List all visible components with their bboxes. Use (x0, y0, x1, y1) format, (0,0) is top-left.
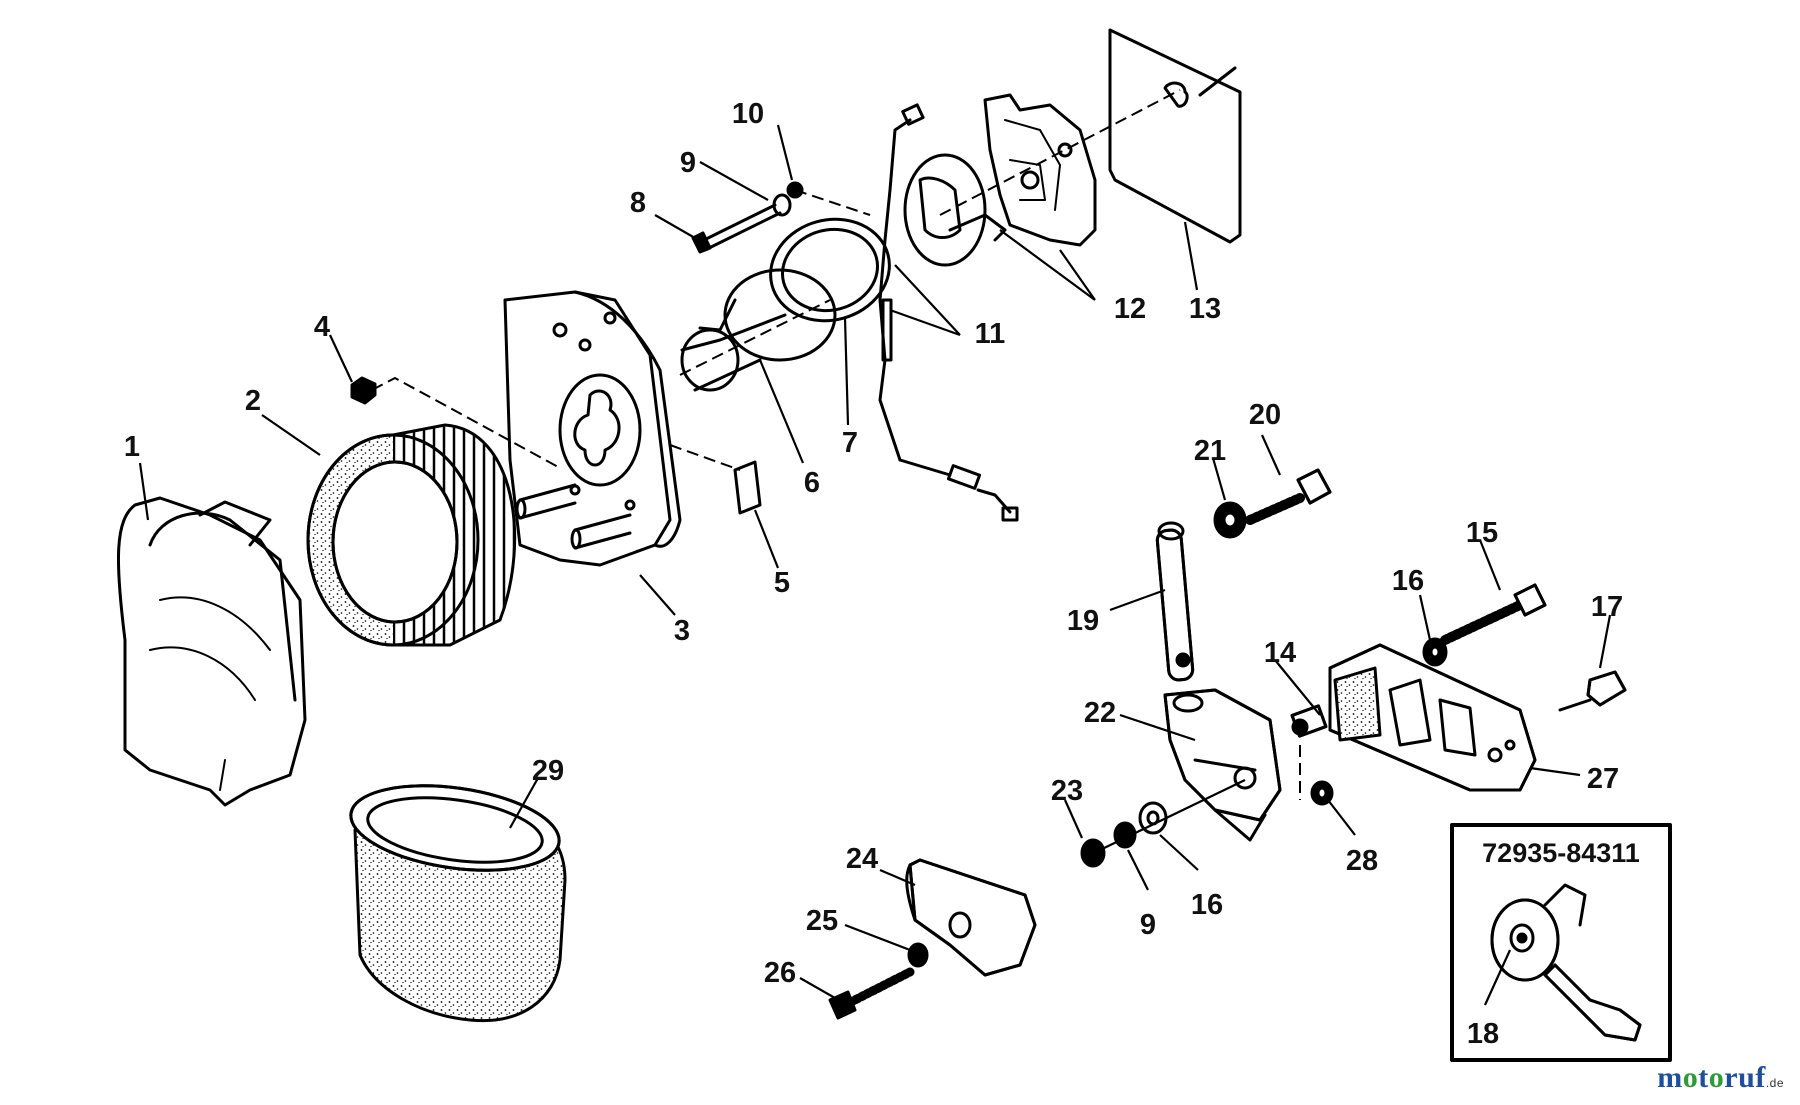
callout-23: 23 (1051, 775, 1083, 807)
callout-13: 13 (1189, 293, 1221, 325)
callout-17: 17 (1591, 591, 1623, 623)
watermark-suffix: .de (1765, 1076, 1784, 1090)
screw-15 (1440, 583, 1547, 645)
lever-bracket-22 (1163, 688, 1282, 842)
callout-14: 14 (1264, 637, 1296, 669)
callout-3: 3 (674, 615, 690, 647)
label-5 (733, 460, 762, 515)
nut-28 (1310, 780, 1334, 806)
callout-1: 1 (124, 431, 140, 463)
mounting-gasket-13 (1108, 28, 1242, 244)
callout-7: 7 (842, 427, 858, 459)
callout-18: 18 (1467, 1018, 1499, 1050)
screw-26 (828, 967, 915, 1020)
air-cleaner-cover (116, 496, 307, 807)
inset-part-number: 72935-84311 (1482, 838, 1640, 868)
washer-9 (772, 193, 792, 217)
callout-15: 15 (1466, 517, 1498, 549)
callout-26: 26 (764, 957, 796, 989)
callout-25: 25 (806, 905, 838, 937)
bolt-8 (691, 203, 782, 254)
callout-20: 20 (1249, 399, 1281, 431)
callout-28: 28 (1346, 845, 1378, 877)
paper-filter-element (306, 423, 517, 647)
assembly-line-8 (794, 189, 871, 216)
callout-8: 8 (630, 187, 646, 219)
assembly-line-12 (939, 89, 1181, 216)
throttle-cable-11 (878, 103, 1019, 522)
choke-shaft-19 (1155, 521, 1195, 682)
assembly-line-4 (371, 376, 561, 469)
leader-lines (138, 124, 1612, 1006)
callout-10: 10 (732, 98, 764, 130)
watermark-logo: motoruf.de (1657, 1061, 1784, 1095)
watermark-text: motoruf (1657, 1061, 1766, 1094)
foam-precleaner-29 (349, 784, 567, 1023)
callout-16-lower: 16 (1191, 889, 1223, 921)
callout-27: 27 (1587, 763, 1619, 795)
nut-16-upper (1422, 637, 1448, 667)
assembly-line-23 (1099, 779, 1246, 851)
intake-elbow-6 (680, 268, 837, 392)
callout-22: 22 (1084, 697, 1116, 729)
callout-16-upper: 16 (1392, 565, 1424, 597)
cable-clamp-24 (905, 858, 1037, 977)
callout-21: 21 (1194, 435, 1226, 467)
lockwasher-25 (907, 942, 929, 968)
air-cleaner-base-plate (503, 290, 682, 567)
callout-11: 11 (975, 318, 1006, 350)
callout-4: 4 (314, 311, 330, 343)
callout-9-lower: 9 (1140, 909, 1156, 941)
assembly-line-5 (669, 444, 741, 471)
callout-labels: 1 2 3 4 5 6 7 8 9 10 11 12 13 14 15 16 1… (124, 98, 1623, 1050)
screw-20 (1245, 468, 1332, 525)
gasket-7 (769, 217, 891, 323)
nut-23 (1080, 838, 1106, 868)
pin-14 (1290, 704, 1328, 738)
callout-29: 29 (532, 755, 564, 787)
callout-24: 24 (846, 843, 878, 875)
control-housing-27 (1328, 643, 1537, 792)
callout-2: 2 (245, 385, 261, 417)
screw-17 (1558, 670, 1627, 712)
callout-5: 5 (774, 567, 790, 599)
screw-4 (350, 376, 377, 405)
washer-21 (1213, 501, 1247, 539)
throttle-lever-18 (1490, 883, 1642, 1042)
callout-12: 12 (1114, 293, 1146, 325)
callout-19: 19 (1067, 605, 1099, 637)
callout-9-top: 9 (680, 147, 696, 179)
carburetor-12 (903, 93, 1097, 267)
inset-box (1450, 823, 1672, 1062)
assembly-line-6 (679, 299, 831, 376)
callout-6: 6 (804, 467, 820, 499)
